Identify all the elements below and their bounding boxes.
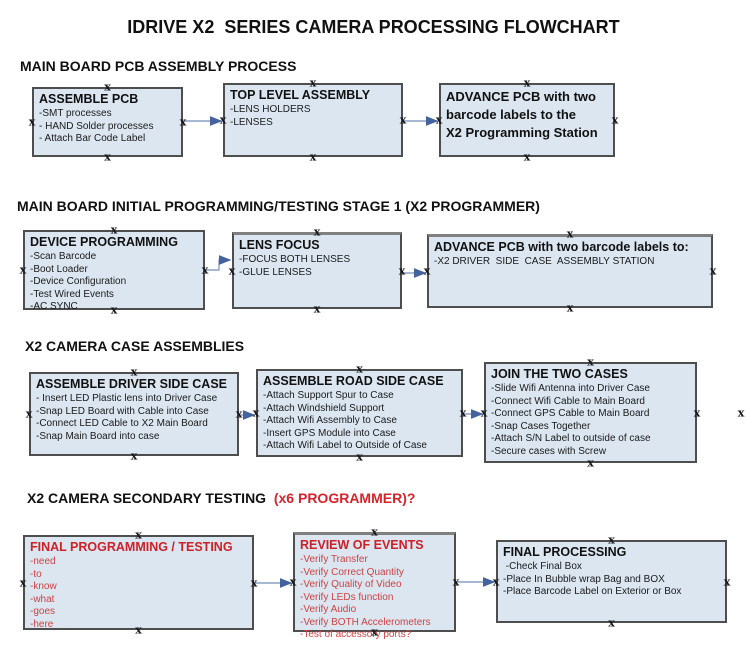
box-title: ASSEMBLE ROAD SIDE CASE [263, 374, 444, 388]
box-title: REVIEW OF EVENTS [300, 538, 424, 552]
box-item: -Connect Wifi Cable to Main Board [491, 395, 645, 407]
flow-box-device-programming[interactable]: DEVICE PROGRAMMING -Scan Barcode-Boot Loa… [23, 230, 205, 312]
box-item: -know [30, 581, 57, 592]
page-title: IDRIVE X2 SERIES CAMERA PROCESSING FLOWC… [127, 17, 620, 37]
box-item: -goes [30, 606, 56, 617]
box-item: -LENSES [230, 116, 273, 128]
box-item: - Attach Bar Code Label [39, 133, 146, 144]
box-item: -FOCUS BOTH LENSES [239, 254, 351, 265]
flow-box-assemble-driver-side-case[interactable]: ASSEMBLE DRIVER SIDE CASE - Insert LED Pl… [29, 372, 239, 456]
box-item: -here [30, 618, 54, 630]
box-item: -Attach S/N Label to outside of case [491, 433, 651, 444]
flow-box-advance-pcb-to-case-assembly[interactable]: ADVANCE PCB with two barcode labels to: -… [427, 234, 713, 308]
box-title: TOP LEVEL ASSEMBLY [230, 88, 371, 102]
box-item: -need [30, 556, 56, 567]
box-item: -X2 DRIVER SIDE CASE ASSEMBLY STATION [434, 256, 655, 267]
box-item: -GLUE LENSES [239, 266, 312, 278]
box-item: -Snap Cases Together [491, 420, 591, 432]
box-item: -Verify Transfer [300, 554, 368, 565]
section-header-initial-programming: MAIN BOARD INITIAL PROGRAMMING/TESTING S… [17, 198, 540, 214]
box-item: -Verify LEDs function [300, 591, 394, 603]
section-label-red: (x6 PROGRAMMER)? [273, 490, 416, 506]
box-title: ASSEMBLE DRIVER SIDE CASE [36, 377, 228, 391]
box-item: -Attach Wifi Assembly to Case [263, 415, 397, 426]
section-header-case-assemblies: X2 CAMERA CASE ASSEMBLIES [25, 338, 244, 354]
box-title: FINAL PROGRAMMING / TESTING [30, 540, 233, 554]
section-label: MAIN BOARD PCB ASSEMBLY PROCESS [20, 58, 297, 74]
box-title: JOIN THE TWO CASES [491, 367, 628, 381]
box-item: -Verify BOTH Accelerometers [300, 616, 431, 628]
box-item: - Insert LED Plastic lens into Driver Ca… [36, 393, 218, 404]
box-item: -SMT processes [39, 108, 112, 119]
section-header-secondary-testing: X2 CAMERA SECONDARY TESTING (x6 PROGRAMM… [27, 490, 415, 506]
box-item: -Verify Audio [300, 604, 357, 615]
box-item: -Verify Correct Quantity [300, 566, 404, 578]
flow-box-assemble-road-side-case[interactable]: ASSEMBLE ROAD SIDE CASE -Attach Support S… [256, 369, 463, 457]
box-item: -Attach Support Spur to Case [263, 390, 394, 401]
flow-box-assemble-pcb[interactable]: ASSEMBLE PCB -SMT processes- HAND Solder … [32, 87, 183, 157]
section-label: X2 CAMERA CASE ASSEMBLIES [25, 338, 245, 354]
section-label: MAIN BOARD INITIAL PROGRAMMING/TESTING S… [17, 198, 540, 214]
box-title: ADVANCE PCB with two barcode labels to t… [446, 89, 598, 140]
flow-box-review-of-events[interactable]: REVIEW OF EVENTS-Verify Transfer-Verify … [293, 532, 456, 640]
box-item: -Attach Windshield Support [263, 402, 385, 414]
flow-box-lens-focus[interactable]: LENS FOCUS -FOCUS BOTH LENSES-GLUE LENSES [232, 232, 402, 309]
flow-box-final-processing[interactable]: FINAL PROCESSING -Check Final Box-Place … [496, 540, 727, 623]
section-label: X2 CAMERA SECONDARY TESTING [27, 490, 274, 506]
box-item: -what [30, 593, 55, 605]
box-item: -Scan Barcode [30, 251, 97, 262]
box-item: -Attach Wifi Label to Outside of Case [263, 440, 427, 451]
box-item: -Place Barcode Label on Exterior or Box [503, 586, 682, 597]
box-item: -Test of accessory ports? [300, 629, 412, 640]
box-title: ADVANCE PCB with two barcode labels to: [434, 240, 689, 254]
box-title: ASSEMBLE PCB [39, 92, 139, 106]
box-item: -Snap Main Board into case [36, 430, 160, 442]
section-header-pcb-assembly: MAIN BOARD PCB ASSEMBLY PROCESS [20, 58, 296, 74]
flow-box-join-the-two-cases[interactable]: JOIN THE TWO CASES -Slide Wifi Antenna in… [484, 362, 697, 463]
box-item: -Secure cases with Screw [491, 445, 607, 457]
box-item: -Boot Loader [30, 263, 88, 275]
flow-box-final-programming-testing[interactable]: FINAL PROGRAMMING / TESTING -need-to-know… [23, 535, 254, 630]
box-item: -Insert GPS Module into Case [263, 427, 396, 439]
box-item: -Place In Bubble wrap Bag and BOX [503, 573, 665, 585]
box-item: -LENS HOLDERS [230, 104, 311, 115]
box-item: -Test Wired Events [30, 288, 114, 300]
box-item: -Device Configuration [30, 276, 127, 287]
box-item: -Check Final Box [503, 561, 582, 572]
box-item: -Connect GPS Cable to Main Board [491, 408, 650, 419]
box-item: -Snap LED Board with Cable into Case [36, 405, 209, 417]
box-item: -AC SYNC [30, 301, 78, 312]
flow-box-top-level-assembly[interactable]: TOP LEVEL ASSEMBLY -LENS HOLDERS-LENSES [223, 83, 403, 157]
box-title: DEVICE PROGRAMMING [30, 235, 178, 249]
box-item: -Connect LED Cable to X2 Main Board [36, 418, 208, 429]
box-item: - HAND Solder processes [39, 120, 154, 132]
flow-box-advance-pcb-to-programming-station[interactable]: ADVANCE PCB with two barcode labels to t… [439, 83, 615, 157]
box-title: LENS FOCUS [239, 238, 320, 252]
box-item: -Verify Quality of Video [300, 579, 402, 590]
box-item: -Slide Wifi Antenna into Driver Case [491, 383, 650, 394]
arrow-device-programming-to-lens-focus [205, 255, 232, 271]
box-item: -to [30, 568, 42, 580]
box-title: FINAL PROCESSING [503, 545, 627, 559]
